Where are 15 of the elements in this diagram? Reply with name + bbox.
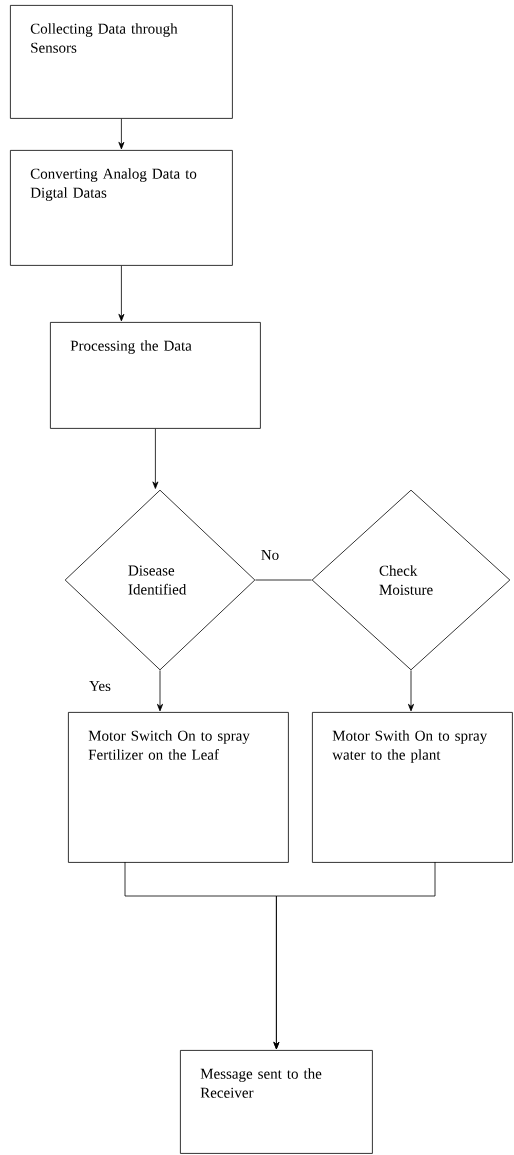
process-box: Collecting Data through Sensors	[10, 5, 233, 119]
arrow	[273, 861, 436, 1050]
connector-line	[255, 579, 312, 581]
edge-label: No	[259, 549, 281, 561]
arrow	[118, 265, 125, 322]
arrow	[118, 118, 125, 150]
arrow	[408, 670, 414, 712]
process-box: Processing the Data	[50, 322, 261, 429]
process-box: Message sent to the Receiver	[180, 1050, 373, 1154]
process-box: Motor Switch On to spray Fertilizer on the Leaf	[68, 712, 289, 863]
arrow	[157, 670, 163, 712]
process-box: Motor Swith On to spray water to the plant	[312, 712, 513, 863]
process-box: Converting Analog Data to Digtal Datas	[10, 150, 233, 266]
arrow	[152, 428, 159, 489]
edge-label: Yes	[88, 680, 112, 692]
